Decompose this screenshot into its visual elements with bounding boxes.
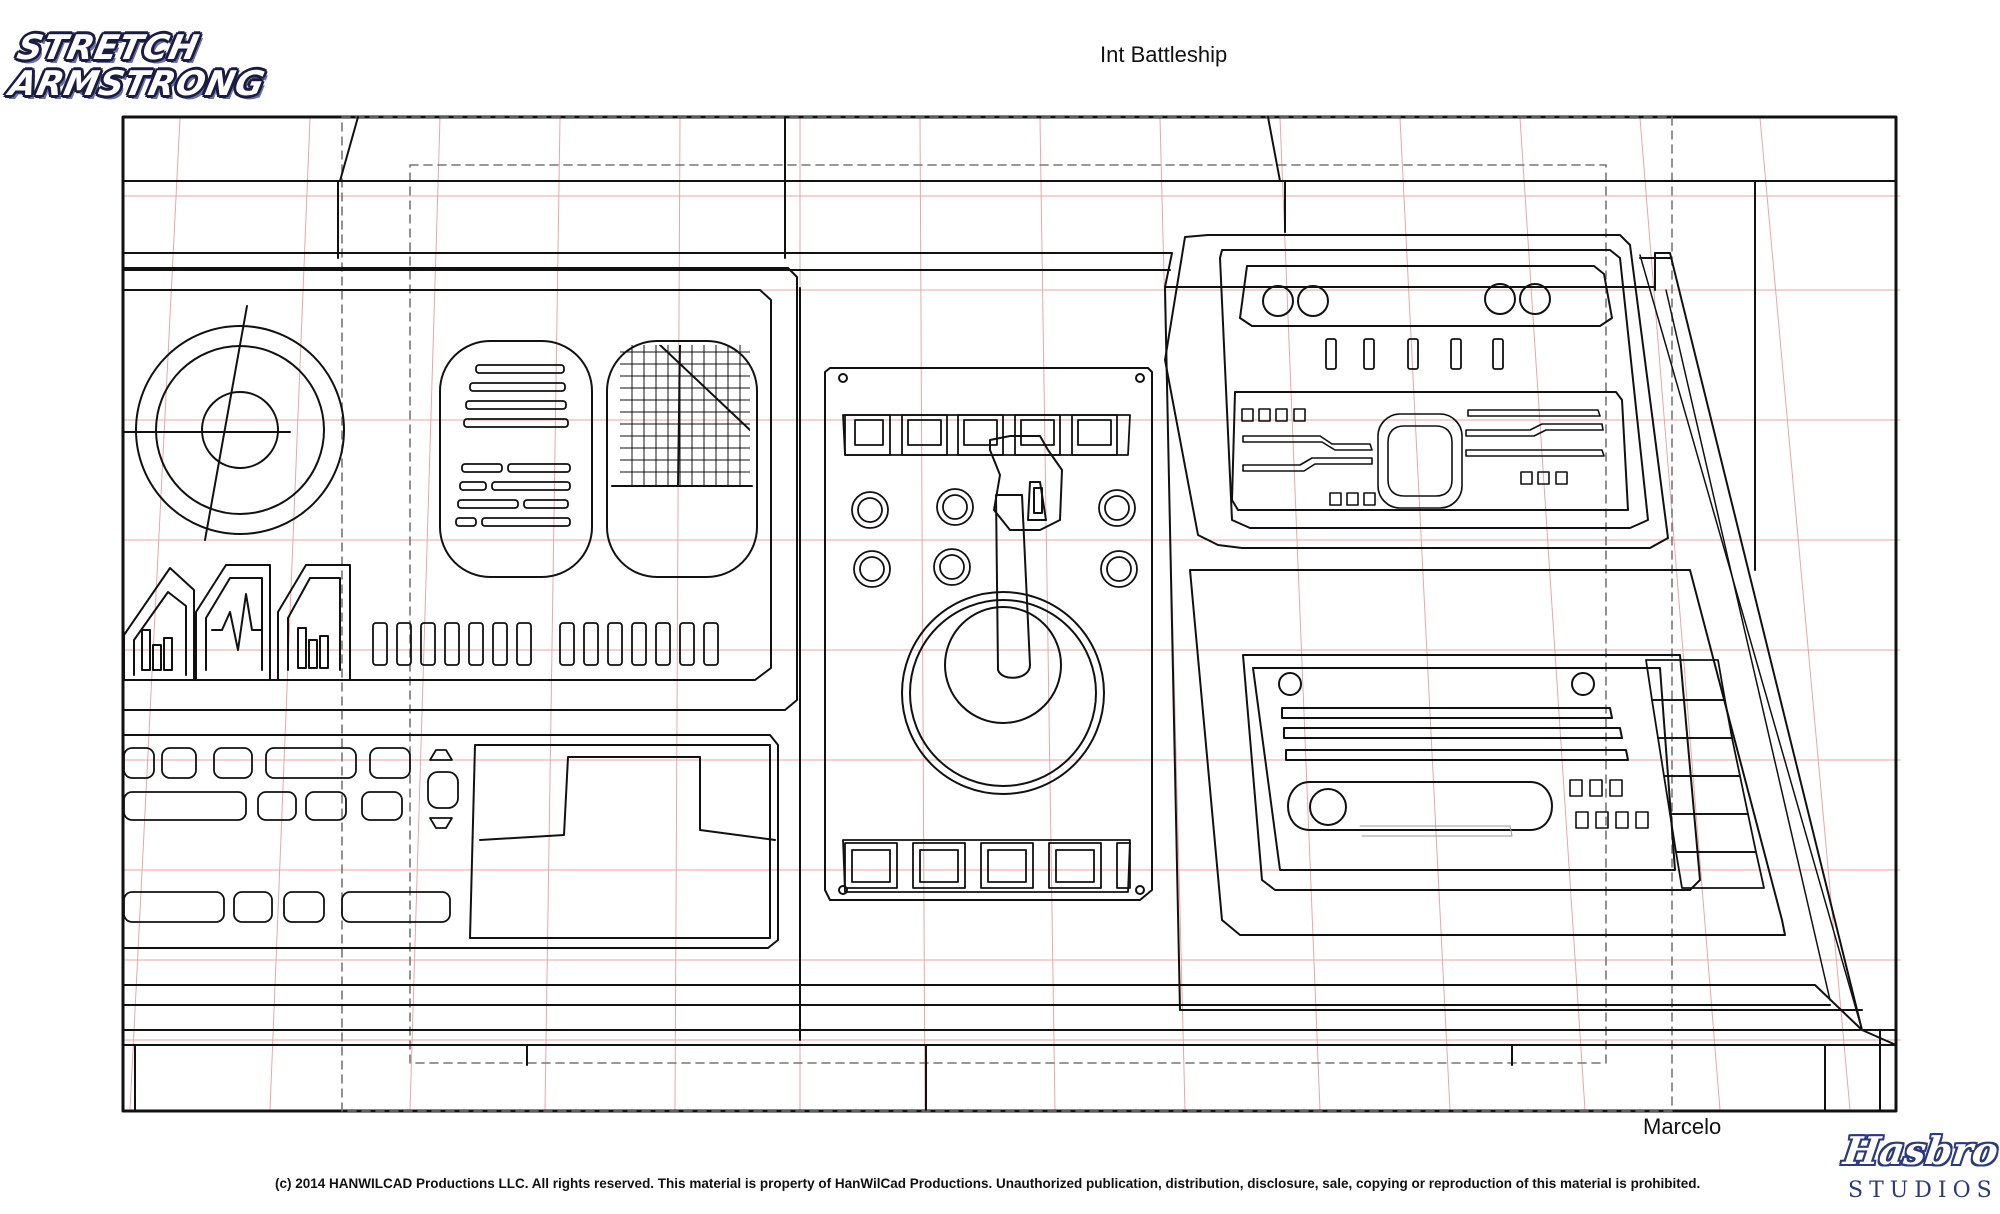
bar-graph-icon <box>123 567 195 681</box>
mini-display <box>479 756 776 841</box>
grid-screen-icon <box>606 340 758 578</box>
switch-row-top <box>842 414 1131 456</box>
hasbro-logo-line-2: STUDIOS <box>1848 1178 1998 1203</box>
right-upper-unit <box>1164 234 1669 549</box>
hasbro-logo-line-1: Hasbro <box>1840 1128 2000 1173</box>
safe-area-guides <box>341 116 1673 1112</box>
bar-graph-icon <box>277 564 351 681</box>
scene-title: Int Battleship <box>1100 42 1228 67</box>
main-display-panel <box>123 267 798 711</box>
keypad-panel <box>123 734 779 949</box>
side-button-stack <box>1645 659 1765 889</box>
waveform-icon <box>195 564 271 681</box>
copyright-notice: (c) 2014 HANWILCAD Productions LLC. All … <box>275 1176 1701 1191</box>
joystick-panel <box>824 367 1153 901</box>
ceiling-lines <box>123 116 1897 571</box>
radar-icon <box>123 305 345 541</box>
hasbro-studios-logo: Hasbro STUDIOS <box>1840 1128 2000 1208</box>
readout-screen <box>439 340 593 578</box>
knob-buttons <box>851 488 1138 588</box>
right-lower-unit <box>1189 569 1786 936</box>
joystick-icon <box>901 435 1105 795</box>
console-body <box>123 252 1897 1111</box>
indicator-slots <box>372 622 719 666</box>
readout-lines <box>455 364 571 527</box>
artist-credit: Marcelo <box>1643 1114 1722 1139</box>
switch-row-bottom <box>842 839 1131 893</box>
frame-border <box>121 115 1898 1113</box>
